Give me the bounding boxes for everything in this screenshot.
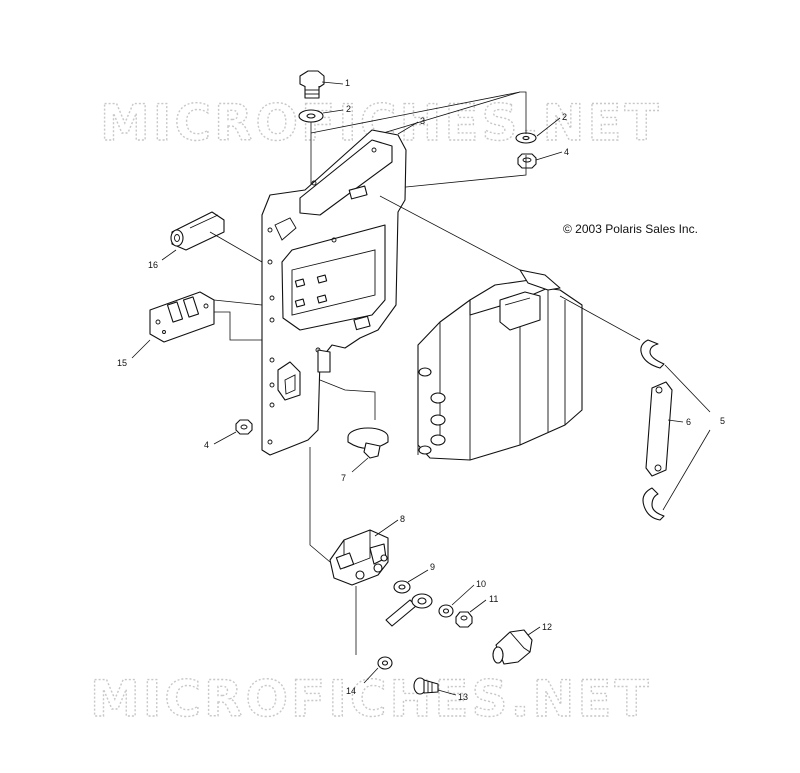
- screw-part-13: [413, 677, 439, 695]
- washer-part-2-left: [298, 109, 324, 123]
- callout-8: 8: [400, 514, 405, 524]
- callout-9: 9: [430, 562, 435, 572]
- callout-14: 14: [346, 686, 356, 696]
- washer-part-9: [393, 580, 411, 594]
- callout-11: 11: [489, 594, 498, 604]
- callout-4-right: 4: [564, 147, 569, 157]
- solenoid-part-8: [329, 529, 389, 586]
- clip-part-16: [170, 211, 225, 251]
- bolt-part-1: [299, 70, 325, 99]
- callout-13: 13: [458, 692, 468, 702]
- nut-part-11: [455, 611, 473, 628]
- clip-part-5-upper: [640, 339, 665, 369]
- clip-part-5-lower: [642, 487, 665, 521]
- callout-4-left: 4: [204, 440, 209, 450]
- washer-part-2-right: [515, 132, 537, 144]
- watermark-bottom: MICROFICHES.NET: [90, 670, 652, 728]
- bracket-part-15: [149, 291, 215, 343]
- callout-1: 1: [345, 78, 350, 88]
- callout-15: 15: [117, 358, 127, 368]
- callout-10: 10: [476, 579, 486, 589]
- strap-part-7: [347, 427, 389, 459]
- washer-part-10: [438, 604, 454, 618]
- washer-part-14: [377, 656, 393, 670]
- mounting-plate-part-3: [261, 129, 407, 456]
- callout-2-left: 2: [346, 104, 351, 114]
- retainer-part-6: [645, 381, 673, 477]
- callout-5: 5: [720, 416, 725, 426]
- callout-3: 3: [420, 116, 425, 126]
- battery-box: [417, 269, 583, 461]
- callout-7: 7: [341, 473, 346, 483]
- callout-2-right: 2: [562, 112, 567, 122]
- callout-16: 16: [148, 260, 158, 270]
- boot-part-12: [492, 629, 533, 665]
- nut-part-4-left: [235, 419, 253, 435]
- cable-terminal: [385, 593, 433, 627]
- nut-part-4-right: [517, 153, 537, 169]
- copyright-text: © 2003 Polaris Sales Inc.: [563, 222, 698, 236]
- callout-6: 6: [686, 417, 691, 427]
- callout-12: 12: [542, 622, 552, 632]
